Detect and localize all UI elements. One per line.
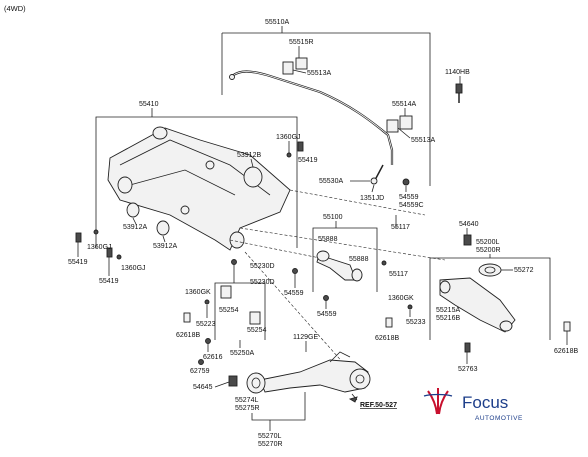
part-label-54559-b: 54559	[284, 290, 304, 297]
part-label-62759: 62759	[190, 368, 210, 375]
logo-brand-text: Focus	[462, 393, 508, 412]
part-label-55410: 55410	[139, 101, 159, 108]
part-label-62616: 62616	[203, 354, 223, 361]
lower-arm-group: 54640 55200L 55200R 55272 55215A 55216B …	[375, 221, 578, 373]
part-label-55510A: 55510A	[265, 19, 289, 26]
part-label-55275R: 55275R	[235, 405, 260, 412]
part-label-55513A-top: 55513A	[307, 70, 331, 77]
bushing-55254	[220, 285, 232, 299]
part-label-55419-l2: 55419	[99, 278, 119, 285]
part-label-1129GE: 1129GE	[293, 334, 318, 341]
part-label-1140HB: 1140HB	[445, 69, 470, 76]
part-label-1360GJ-l1: 1360GJ	[87, 244, 112, 251]
part-label-53912A-b: 53912A	[153, 243, 177, 250]
part-label-55888-a: 55888	[318, 236, 338, 243]
part-label-55215A: 55215A	[436, 307, 460, 314]
part-label-1360GJ-top: 1360GJ	[276, 134, 301, 141]
part-label-55100: 55100	[323, 214, 343, 221]
part-label-54640: 54640	[459, 221, 479, 228]
part-label-55530A: 55530A	[319, 178, 343, 185]
part-label-52763: 52763	[458, 366, 478, 373]
part-label-53912A-a: 53912A	[123, 224, 147, 231]
part-label-55419-l1: 55419	[68, 259, 88, 266]
part-label-1360GJ-l2: 1360GJ	[121, 265, 146, 272]
part-label-55230D: 55230D	[250, 263, 275, 270]
spring-pad-55272	[478, 263, 502, 277]
part-label-62618B-r: 62618B	[554, 348, 578, 355]
part-label-55117-a: 55117	[391, 224, 410, 231]
part-label-55270L: 55270L	[258, 433, 281, 440]
part-label-54559-a: 54559	[399, 194, 419, 201]
bushing-53912A	[156, 220, 170, 236]
part-label-62618B-m: 62618B	[375, 335, 399, 342]
part-label-55216B: 55216B	[436, 315, 460, 322]
part-label-54559C: 54559C	[399, 202, 424, 209]
part-label-55117-b: 55117	[389, 271, 408, 278]
part-label-55419-top: 55419	[298, 157, 318, 164]
part-label-55230D-b: 55230D	[250, 279, 275, 286]
upper-arm-55100	[316, 254, 357, 281]
part-label-55514A: 55514A	[392, 101, 416, 108]
upper-arm-group: 55100 55888 55888 55117 55117 54559 5455…	[284, 214, 410, 318]
part-label-54645: 54645	[193, 384, 213, 391]
part-label-53912B: 53912B	[237, 152, 261, 159]
part-label-55513A-right: 55513A	[411, 137, 435, 144]
bracket-55515R	[295, 57, 308, 70]
part-label-55250A: 55250A	[230, 350, 254, 357]
subframe-group: 55410 53912A 53912A 1360GJ 1360GJ 55419 …	[68, 101, 318, 285]
bushing-55254	[249, 311, 261, 325]
focus-automotive-logo: Focus AUTOMOTIVE	[423, 388, 523, 422]
part-label-55515R: 55515R	[289, 39, 314, 46]
bushing-53912A	[126, 202, 140, 218]
lower-arm-55200	[439, 277, 516, 333]
part-label-55254-b: 55254	[247, 327, 267, 334]
stabilizer-bar-group: 55510A 55515R 55513A 55514A 55513A 1140H…	[221, 19, 470, 209]
part-label-1360GK-l: 1360GK	[185, 289, 211, 296]
part-label-1351JD: 1351JD	[360, 195, 384, 202]
part-label-55233: 55233	[406, 319, 426, 326]
part-label-55223: 55223	[196, 321, 216, 328]
part-label-55888-b: 55888	[349, 256, 369, 263]
part-label-55270R: 55270R	[258, 441, 283, 448]
part-label-54559-c: 54559	[317, 311, 337, 318]
logo-tagline: AUTOMOTIVE	[475, 415, 523, 422]
bushing-55513A	[282, 61, 294, 75]
part-label-55254-a: 55254	[219, 307, 239, 314]
part-label-1360GK-r: 1360GK	[388, 295, 414, 302]
part-label-62618B-l: 62618B	[176, 332, 200, 339]
part-label-55272: 55272	[514, 267, 534, 274]
part-label-55274L: 55274L	[235, 397, 258, 404]
reference-link[interactable]: REF.50-527	[360, 402, 397, 409]
link-group: 55230D 55230D 55254 55254 55250A 1360GK …	[176, 259, 275, 375]
part-label-55200L: 55200L	[476, 239, 499, 246]
trailing-arm-group: 1129GE 54645 55274L 55275R 55270L 55270R…	[193, 334, 397, 448]
variant-label: (4WD)	[4, 4, 26, 13]
part-label-55200R: 55200R	[476, 247, 501, 254]
bushing-55274L	[246, 372, 266, 394]
